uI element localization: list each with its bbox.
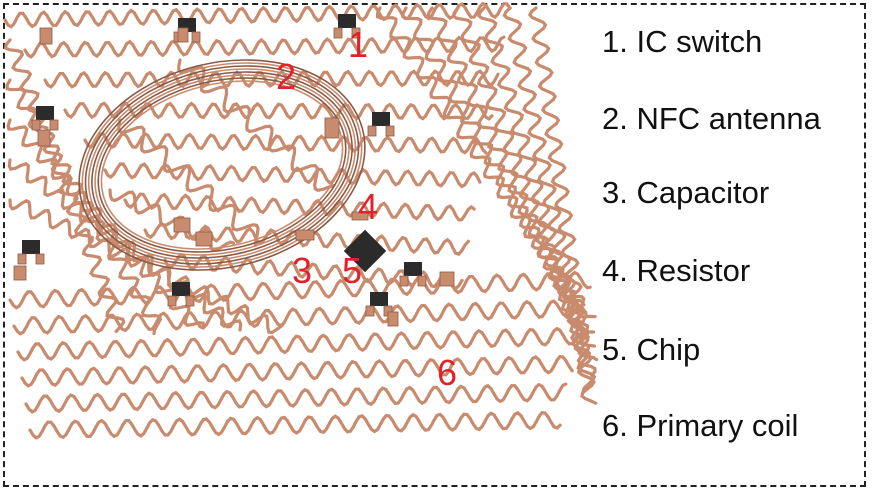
legend-item-chip: 5. Chip xyxy=(602,332,701,367)
serpentine-wire xyxy=(103,162,482,189)
contact-pad xyxy=(37,129,51,147)
serpentine-wire xyxy=(527,6,598,405)
contact-pad xyxy=(195,231,213,247)
serpentine-wire xyxy=(23,35,506,59)
callout-3: 3 xyxy=(292,250,313,291)
serpentine-wire xyxy=(451,6,599,362)
contact-pad xyxy=(39,27,53,45)
serpentine-wire xyxy=(123,192,476,222)
components xyxy=(13,14,455,327)
contact-pad xyxy=(173,217,191,233)
serpentine-wire xyxy=(63,101,494,121)
contact-pad xyxy=(49,119,59,131)
chip xyxy=(343,229,387,273)
dashed-frame xyxy=(3,3,866,487)
ic-switch-package xyxy=(372,112,390,126)
serpentine-wire xyxy=(3,1,512,29)
serpentine-wire xyxy=(43,69,500,89)
contact-pad xyxy=(439,271,455,287)
serpentine-interconnects xyxy=(3,1,599,440)
ic-switch-package xyxy=(370,292,388,306)
contact-pad xyxy=(191,31,201,43)
serpentine-wire xyxy=(24,382,568,414)
antenna-ring xyxy=(87,68,357,262)
serpentine-wire xyxy=(8,270,592,310)
callout-2: 2 xyxy=(276,56,297,97)
antenna-ring xyxy=(78,59,366,271)
serpentine-wire xyxy=(12,298,586,336)
contact-pad xyxy=(177,27,189,43)
callout-5: 5 xyxy=(342,250,363,291)
contact-pad xyxy=(365,305,375,317)
contact-pad xyxy=(351,211,369,221)
circuit-illustration xyxy=(3,1,599,440)
antenna-ring xyxy=(84,65,360,265)
callout-4: 4 xyxy=(358,186,379,227)
contact-pad xyxy=(35,253,45,265)
serpentine-wire xyxy=(28,411,562,440)
antenna-ring xyxy=(91,71,353,259)
serpentine-wire xyxy=(117,118,260,247)
contact-pad xyxy=(31,119,41,131)
contact-pad xyxy=(333,27,343,39)
contact-pad xyxy=(324,117,340,139)
contact-pad xyxy=(417,275,427,287)
nfc-antenna-coil xyxy=(78,59,366,271)
serpentine-wire xyxy=(16,326,580,362)
ic-switch-package xyxy=(404,262,422,276)
antenna-ring xyxy=(81,62,363,268)
ic-switch-package xyxy=(36,106,54,120)
serpentine-wire xyxy=(177,58,336,192)
contact-pad xyxy=(399,275,409,287)
contact-pad xyxy=(385,125,395,137)
legend-item-ic-switch: 1. IC switch xyxy=(602,24,763,59)
serpentine-wire xyxy=(477,6,597,378)
contact-pad xyxy=(13,265,27,281)
contact-pad xyxy=(295,229,315,241)
antenna-ring xyxy=(97,77,347,253)
antenna-ring xyxy=(94,74,350,256)
contact-pad xyxy=(351,27,361,39)
serpentine-wire xyxy=(20,355,574,388)
legend-item-capacitor: 3. Capacitor xyxy=(602,175,770,210)
contact-pad xyxy=(17,253,27,265)
ic-switch-package xyxy=(22,240,40,254)
contact-pad xyxy=(367,125,377,137)
serpentine-wire xyxy=(83,131,488,155)
ic-switch-package xyxy=(172,282,190,296)
ic-switch-package xyxy=(338,14,356,28)
contact-pad xyxy=(387,311,399,327)
legend-item-nfc-antenna: 2. NFC antenna xyxy=(602,101,821,136)
contact-pad xyxy=(185,295,195,307)
legend-item-primary-coil: 6. Primary coil xyxy=(602,408,799,443)
antenna-ring xyxy=(100,80,344,250)
callout-1: 1 xyxy=(348,24,369,65)
contact-pad xyxy=(167,295,177,307)
legend-item-resistor: 4. Resistor xyxy=(602,253,751,288)
serpentine-wire xyxy=(502,6,597,393)
callout-6: 6 xyxy=(437,352,458,393)
